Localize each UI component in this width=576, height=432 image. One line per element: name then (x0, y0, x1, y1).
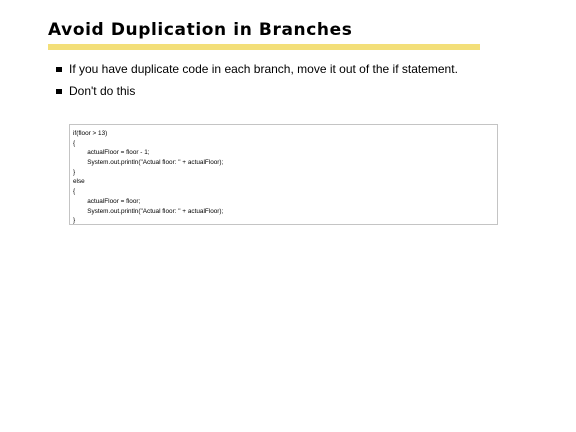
code-line: if(floor > 13) (73, 130, 108, 137)
code-line: } (73, 168, 76, 176)
code-line: } (73, 217, 76, 225)
bullet-text: Don't do this (69, 84, 136, 98)
code-line: System.out.println("Actual floor: " + ac… (73, 159, 224, 167)
square-bullet-icon (56, 67, 62, 72)
bullet-text: If you have duplicate code in each branc… (69, 62, 458, 76)
bullet-item-duplicate-code: If you have duplicate code in each branc… (56, 60, 476, 78)
bullet-item-dont-do-this: Don't do this (56, 82, 476, 100)
slide-title: Avoid Duplication in Branches (48, 20, 353, 40)
code-line: { (73, 139, 76, 147)
code-line: actualFloor = floor - 1; (73, 149, 150, 157)
square-bullet-icon (56, 89, 62, 94)
code-example-box: if(floor > 13) { actualFloor = floor - 1… (69, 124, 498, 225)
bullet-list: If you have duplicate code in each branc… (56, 60, 476, 104)
code-line: System.out.println("Actual floor: " + ac… (73, 207, 224, 215)
code-line: actualFloor = floor; (73, 197, 141, 205)
code-line: else (73, 178, 85, 186)
code-line: { (73, 188, 76, 196)
title-underline (48, 44, 480, 50)
